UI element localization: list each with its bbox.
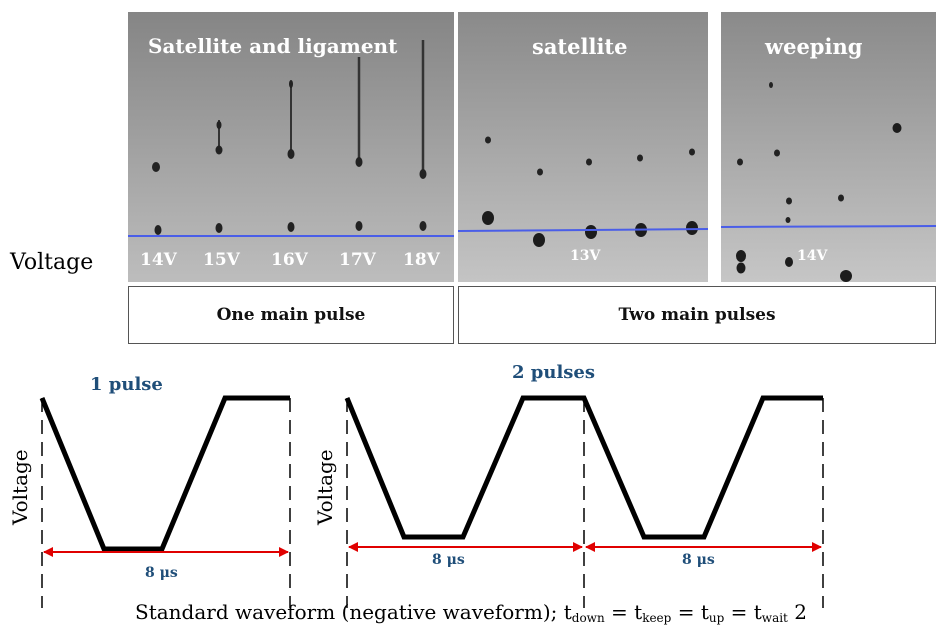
droplet <box>585 225 597 239</box>
voltage-label-14v: 14V <box>140 250 177 270</box>
caption-one-main-pulse: One main pulse <box>128 286 454 344</box>
panel3-image <box>721 12 936 282</box>
droplet <box>838 194 844 202</box>
image-panel-weeping: weeping 14V <box>721 12 936 282</box>
duration-label-right-2: 8 μs <box>682 552 715 568</box>
double-pulse-waveform <box>344 395 824 608</box>
droplet <box>689 148 695 156</box>
droplet <box>892 123 902 133</box>
droplet <box>154 225 162 235</box>
waveform-ylabel-right: Voltage <box>313 449 337 525</box>
voltage-label-14v-panel3: 14V <box>797 248 828 264</box>
figure-caption: Standard waveform (negative waveform); t… <box>135 600 807 625</box>
single-pulse-waveform <box>39 395 291 608</box>
droplet <box>482 211 494 225</box>
droplet <box>216 121 222 129</box>
voltage-label-15v: 15V <box>203 250 240 270</box>
image-panel-satellite-ligament: Satellite and ligament 14V 15V 16V 17V 1… <box>128 12 454 282</box>
droplet <box>785 257 793 267</box>
droplet <box>152 162 160 172</box>
droplet <box>686 221 698 235</box>
duration-label-left: 8 μs <box>145 565 178 581</box>
droplet <box>533 233 545 247</box>
panel1-title: Satellite and ligament <box>148 34 398 58</box>
voltage-label-17v: 17V <box>339 250 376 270</box>
blue-baseline <box>721 225 936 228</box>
droplet <box>769 82 773 88</box>
duration-label-right-1: 8 μs <box>432 552 465 568</box>
voltage-label-16v: 16V <box>271 250 308 270</box>
waveform-title-2-pulses: 2 pulses <box>512 362 596 383</box>
droplet <box>786 197 792 205</box>
voltage-label-13v: 13V <box>570 248 601 264</box>
droplet <box>485 136 491 144</box>
waveform-diagram <box>39 395 824 608</box>
droplet <box>215 223 223 233</box>
caption-two-main-pulses: Two main pulses <box>458 286 936 344</box>
droplet <box>287 149 295 159</box>
droplet <box>289 80 293 88</box>
droplet <box>736 250 746 262</box>
waveform-title-1-pulse: 1 pulse <box>90 374 163 395</box>
droplet <box>419 169 427 179</box>
droplet <box>737 158 743 166</box>
droplet <box>287 222 295 232</box>
blue-baseline <box>458 228 708 232</box>
panel1-image <box>128 12 454 282</box>
droplet <box>215 145 223 155</box>
droplet <box>355 157 363 167</box>
droplet <box>355 221 363 231</box>
droplet <box>774 149 780 157</box>
image-panel-satellite: satellite 13V <box>458 12 708 282</box>
droplet <box>736 262 746 274</box>
droplet <box>840 270 852 282</box>
voltage-label-18v: 18V <box>403 250 440 270</box>
droplet <box>785 217 791 223</box>
droplet <box>637 154 643 162</box>
panel3-title: weeping <box>765 34 863 59</box>
droplet <box>537 168 543 176</box>
droplet <box>419 221 427 231</box>
droplet <box>586 158 592 166</box>
panel2-title: satellite <box>532 34 628 59</box>
panel2-image <box>458 12 708 282</box>
waveform-ylabel-left: Voltage <box>8 449 32 525</box>
row-label-voltage: Voltage <box>10 250 94 275</box>
